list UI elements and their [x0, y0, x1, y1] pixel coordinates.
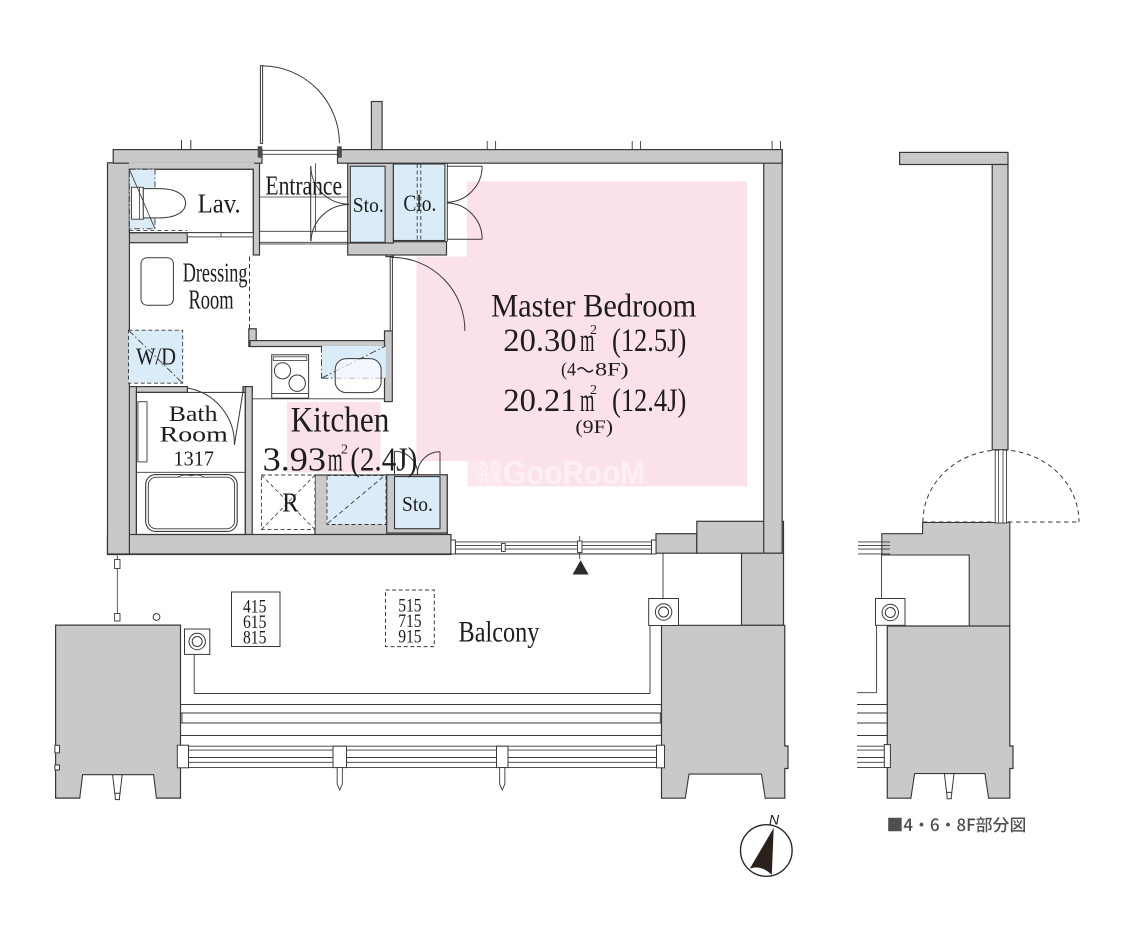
svg-text:R: R [282, 487, 298, 517]
svg-text:8F): 8F) [595, 360, 629, 381]
svg-text:1317: 1317 [174, 446, 215, 470]
svg-text:20.21: 20.21 [503, 383, 576, 419]
svg-text:m: m [328, 442, 343, 479]
svg-text:Clo.: Clo. [403, 191, 436, 216]
svg-text:815: 815 [243, 628, 266, 649]
svg-text:(4: (4 [561, 360, 576, 381]
svg-text:(2.4J): (2.4J) [350, 442, 417, 479]
svg-text:N: N [769, 812, 780, 828]
svg-text:W/D: W/D [136, 345, 176, 371]
svg-text:Room: Room [160, 422, 228, 447]
svg-text:GooRooM: GooRooM [503, 454, 645, 491]
svg-text:2: 2 [341, 443, 348, 458]
svg-text:915: 915 [398, 627, 421, 648]
svg-text:415: 415 [243, 597, 266, 618]
svg-text:2: 2 [590, 323, 597, 338]
svg-text:(12.4J): (12.4J) [612, 383, 686, 419]
svg-text:Kitchen: Kitchen [291, 399, 390, 439]
svg-text:Master Bedroom: Master Bedroom [491, 289, 697, 325]
svg-text:Dressing: Dressing [183, 257, 248, 287]
svg-text:Entrance: Entrance [265, 171, 342, 201]
svg-text:615: 615 [243, 612, 266, 633]
svg-text:2: 2 [590, 383, 597, 398]
svg-text:m: m [580, 383, 595, 419]
svg-text:Balcony: Balcony [459, 616, 540, 649]
svg-text:515: 515 [398, 596, 421, 617]
svg-text:Lav.: Lav. [198, 189, 241, 219]
svg-text:20.30: 20.30 [503, 323, 576, 359]
svg-text:m: m [580, 323, 595, 359]
svg-text:715: 715 [398, 611, 421, 632]
svg-text:Room: Room [189, 285, 234, 315]
svg-text:Bath: Bath [169, 401, 218, 426]
svg-text:(9F): (9F) [575, 417, 613, 438]
svg-text:3.93: 3.93 [263, 442, 326, 479]
svg-text:Sto.: Sto. [353, 193, 384, 217]
svg-text:(12.5J): (12.5J) [612, 323, 686, 359]
svg-text:Sto.: Sto. [402, 492, 433, 516]
